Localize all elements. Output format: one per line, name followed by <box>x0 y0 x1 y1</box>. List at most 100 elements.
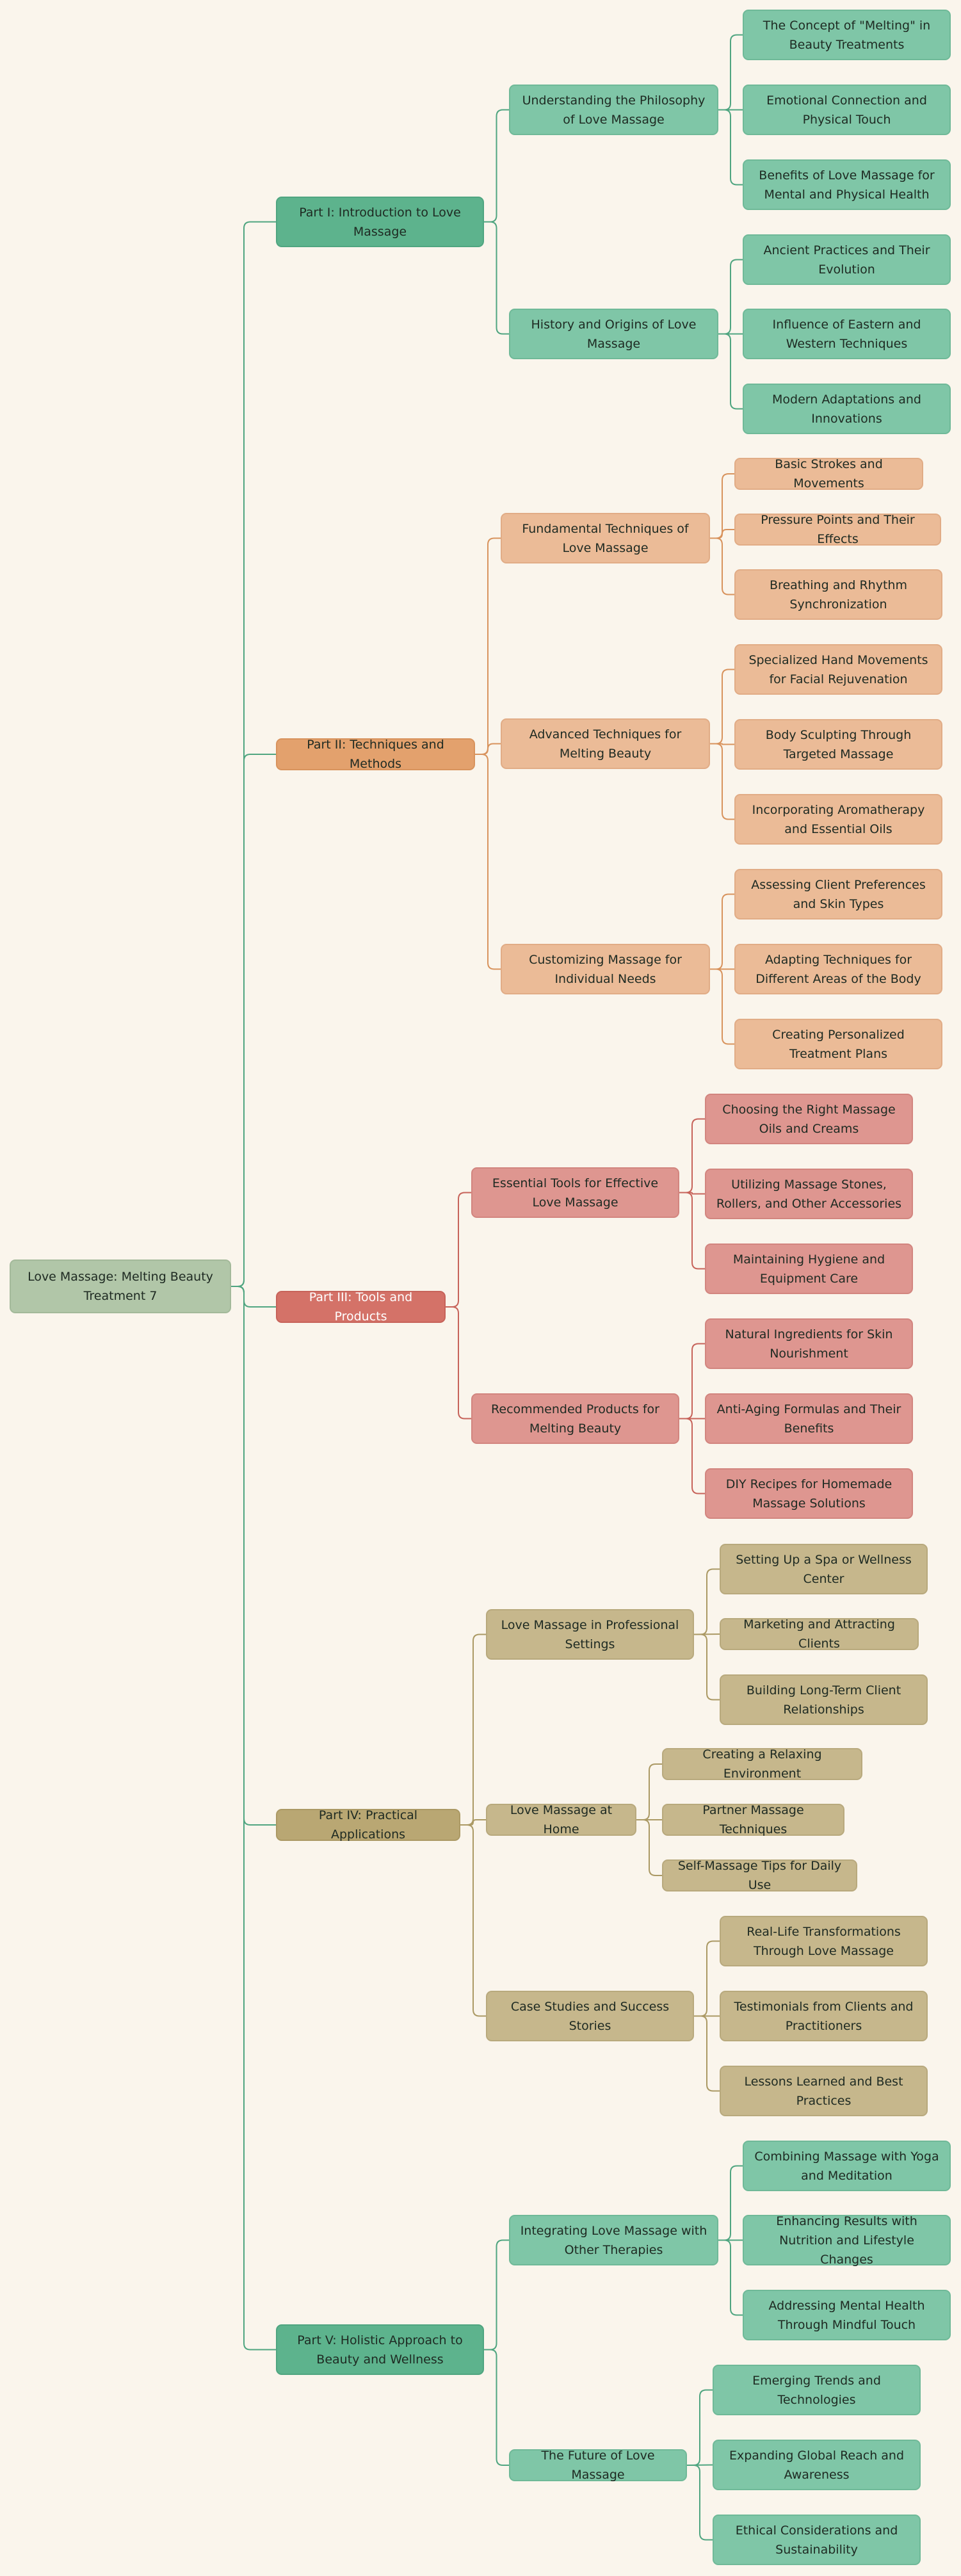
part-2-section-2-node: Advanced Techniques for Melting Beauty <box>501 718 710 769</box>
part-4-section-1-topic-3-label: Building Long-Term Client Relationships <box>746 1683 901 1717</box>
connector-part-2-section-2-topic-2 <box>710 743 734 745</box>
part-1-section-1-topic-1-label: The Concept of "Melting" in Beauty Treat… <box>763 18 931 52</box>
connector-part-1-section-2-topic-1 <box>718 259 743 335</box>
part-4-section-3-topic-3: Lessons Learned and Best Practices <box>720 2066 928 2116</box>
part-4-section-1-node: Love Massage in Professional Settings <box>486 1609 694 1660</box>
connector-part-2-section-1-topic-3 <box>710 537 734 595</box>
part-5-section-2-node: The Future of Love Massage <box>509 2449 687 2482</box>
connector-part-5-section-1 <box>484 2239 509 2351</box>
part-3-section-1-topic-1: Choosing the Right Massage Oils and Crea… <box>705 1094 913 1144</box>
part-4-section-2-topic-3: Self-Massage Tips for Daily Use <box>662 1859 857 1892</box>
part-5-label: Part V: Holistic Approach to Beauty and … <box>297 2333 463 2367</box>
part-4-section-2-topic-1: Creating a Relaxing Environment <box>662 1747 862 1781</box>
part-3-section-2-node: Recommended Products for Melting Beauty <box>471 1393 679 1444</box>
part-4-section-2-node: Love Massage at Home <box>486 1803 636 1836</box>
part-5-section-2-topic-1: Emerging Trends and Technologies <box>713 2365 921 2415</box>
part-4-section-2-topic-3-label: Self-Massage Tips for Daily Use <box>677 1859 842 1892</box>
connector-part-4-section-3 <box>460 1824 486 2017</box>
part-2-section-2-topic-2-label: Body Sculpting Through Targeted Massage <box>765 727 912 761</box>
part-5-section-2-topic-1-label: Emerging Trends and Technologies <box>752 2373 881 2407</box>
part-2-section-3-topic-2-label: Adapting Techniques for Different Areas … <box>755 952 921 986</box>
part-2-section-1-topic-1: Basic Strokes and Movements <box>734 457 923 490</box>
connector-part-3-section-1 <box>446 1192 471 1308</box>
connector-part-3-section-2-topic-1 <box>679 1343 705 1420</box>
part-2-section-1-topic-2-label: Pressure Points and Their Effects <box>761 513 915 546</box>
part-4-section-3-topic-2: Testimonials from Clients and Practition… <box>720 1991 928 2041</box>
connector-root-part-3 <box>231 1286 276 1308</box>
part-2-section-1-topic-1-label: Basic Strokes and Movements <box>775 457 883 490</box>
part-3-section-2-topic-2: Anti-Aging Formulas and Their Benefits <box>705 1393 913 1444</box>
connector-part-2-section-2 <box>475 743 501 755</box>
part-4-section-1-topic-2-label: Marketing and Attracting Clients <box>743 1617 895 1651</box>
connector-root-part-4 <box>231 1286 276 1826</box>
part-3-section-2-label: Recommended Products for Melting Beauty <box>491 1402 659 1436</box>
connector-root-part-5 <box>231 1286 276 2351</box>
part-2-section-2-topic-1: Specialized Hand Movements for Facial Re… <box>734 644 942 695</box>
part-3-section-1-topic-3-label: Maintaining Hygiene and Equipment Care <box>732 1252 885 1286</box>
part-4-section-2-topic-2-label: Partner Massage Techniques <box>702 1803 804 1836</box>
part-1-section-2-topic-3-label: Modern Adaptations and Innovations <box>772 392 921 426</box>
part-1-section-1-topic-3: Benefits of Love Massage for Mental and … <box>743 159 951 210</box>
part-2-section-1-node: Fundamental Techniques of Love Massage <box>501 513 710 563</box>
part-2-section-3-topic-1: Assessing Client Preferences and Skin Ty… <box>734 869 942 919</box>
part-5-section-2-topic-3-label: Ethical Considerations and Sustainabilit… <box>735 2523 898 2557</box>
part-4-section-1-topic-3: Building Long-Term Client Relationships <box>720 1674 928 1725</box>
connector-part-1-section-1-topic-1 <box>718 34 743 111</box>
part-1-section-2-topic-3: Modern Adaptations and Innovations <box>743 384 951 434</box>
connector-part-4-section-2 <box>460 1819 486 1826</box>
part-4-section-3-topic-1-label: Real-Life Transformations Through Love M… <box>747 1924 901 1958</box>
part-1-section-2-node: History and Origins of Love Massage <box>509 309 718 359</box>
part-4-section-1-topic-1: Setting Up a Spa or Wellness Center <box>720 1544 928 1594</box>
part-2-section-3-topic-1-label: Assessing Client Preferences and Skin Ty… <box>751 877 926 911</box>
connector-part-2-section-2-topic-3 <box>710 743 734 820</box>
part-1-node: Part I: Introduction to Love Massage <box>276 197 484 247</box>
part-5-section-1-topic-1-label: Combining Massage with Yoga and Meditati… <box>754 2149 939 2183</box>
part-1-section-1-topic-3-label: Benefits of Love Massage for Mental and … <box>759 168 935 202</box>
part-5-section-1-label: Integrating Love Massage with Other Ther… <box>520 2223 707 2257</box>
part-5-section-2-topic-2: Expanding Global Reach and Awareness <box>713 2440 921 2490</box>
part-5-section-1-topic-2: Enhancing Results with Nutrition and Lif… <box>743 2214 951 2267</box>
part-3-section-1-topic-3: Maintaining Hygiene and Equipment Care <box>705 1243 913 1294</box>
connector-part-4-section-2-topic-3 <box>636 1819 662 1876</box>
part-3-section-1-topic-1-label: Choosing the Right Massage Oils and Crea… <box>722 1102 896 1136</box>
part-4-section-1-topic-1-label: Setting Up a Spa or Wellness Center <box>736 1552 912 1586</box>
part-1-section-2-topic-1-label: Ancient Practices and Their Evolution <box>763 243 930 277</box>
part-2-section-2-label: Advanced Techniques for Melting Beauty <box>529 727 682 761</box>
part-5-section-2-topic-3: Ethical Considerations and Sustainabilit… <box>713 2515 921 2565</box>
part-2-label: Part II: Techniques and Methods <box>307 738 444 771</box>
connector-part-3-section-1-topic-2 <box>679 1192 705 1195</box>
part-1-section-1-node: Understanding the Philosophy of Love Mas… <box>509 85 718 135</box>
connector-part-3-section-1-topic-1 <box>679 1118 705 1194</box>
part-4-node: Part IV: Practical Applications <box>276 1808 460 1842</box>
connector-part-3-section-1-topic-3 <box>679 1192 705 1270</box>
part-2-section-2-topic-3: Incorporating Aromatherapy and Essential… <box>734 794 942 845</box>
part-1-section-1-topic-2-label: Emotional Connection and Physical Touch <box>766 93 927 127</box>
part-4-section-1-topic-2: Marketing and Attracting Clients <box>720 1617 919 1651</box>
part-1-section-2-label: History and Origins of Love Massage <box>531 317 697 351</box>
part-3-section-2-topic-1: Natural Ingredients for Skin Nourishment <box>705 1318 913 1369</box>
part-1-section-2-topic-1: Ancient Practices and Their Evolution <box>743 234 951 285</box>
connector-part-2-section-2-topic-1 <box>710 668 734 745</box>
part-4-section-1-label: Love Massage in Professional Settings <box>501 1617 679 1651</box>
connector-part-2-section-3 <box>475 754 501 970</box>
part-2-section-3-node: Customizing Massage for Individual Needs <box>501 944 710 994</box>
part-3-section-2-topic-3: DIY Recipes for Homemade Massage Solutio… <box>705 1468 913 1519</box>
part-4-section-3-label: Case Studies and Success Stories <box>510 1999 670 2033</box>
part-5-section-1-topic-1: Combining Massage with Yoga and Meditati… <box>743 2141 951 2191</box>
part-5-section-1-topic-3: Addressing Mental Health Through Mindful… <box>743 2290 951 2340</box>
root-label: Love Massage: Melting Beauty Treatment 7 <box>28 1270 213 1303</box>
connector-part-4-section-1-topic-1 <box>694 1568 720 1635</box>
connector-part-4-section-1 <box>460 1633 486 1826</box>
connector-part-1-section-2 <box>484 221 509 335</box>
connector-part-5-section-1-topic-3 <box>718 2239 743 2316</box>
part-2-section-2-topic-1-label: Specialized Hand Movements for Facial Re… <box>748 652 928 686</box>
part-4-section-2-topic-1-label: Creating a Relaxing Environment <box>702 1747 822 1781</box>
connector-part-2-section-3-topic-3 <box>710 968 734 1045</box>
part-1-section-1-topic-2: Emotional Connection and Physical Touch <box>743 85 951 135</box>
part-2-section-3-label: Customizing Massage for Individual Needs <box>529 952 682 986</box>
connector-part-2-section-1 <box>475 537 501 755</box>
connector-part-4-section-2-topic-1 <box>636 1763 662 1820</box>
part-1-section-2-topic-2-label: Influence of Eastern and Western Techniq… <box>772 317 921 351</box>
